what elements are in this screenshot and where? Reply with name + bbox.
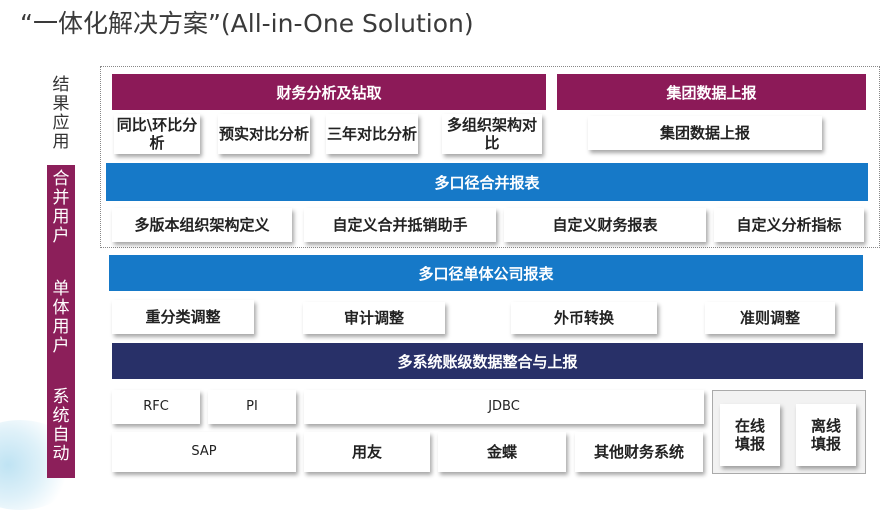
online-entry: 在线填报 xyxy=(720,404,780,466)
group-report-header: 集团数据上报 xyxy=(557,74,866,110)
sap-system: SAP xyxy=(112,432,296,472)
budget-actual-analysis: 预实对比分析 xyxy=(218,114,310,154)
single-report-header: 多口径单体公司报表 xyxy=(109,255,863,291)
side-bar xyxy=(47,165,75,478)
rfc-connector: RFC xyxy=(112,390,200,424)
consolidation-helper: 自定义合并抵销助手 xyxy=(304,208,496,242)
reclassification-adjustment: 重分类调整 xyxy=(112,300,254,334)
org-structure-definition: 多版本组织架构定义 xyxy=(112,208,292,242)
multi-org-comparison: 多组织架构对比 xyxy=(442,114,542,154)
yoy-mom-analysis: 同比\环比分析 xyxy=(114,114,200,154)
custom-financial-report: 自定义财务报表 xyxy=(504,208,706,242)
yonyou-system: 用友 xyxy=(304,432,430,472)
merge-report-header: 多口径合并报表 xyxy=(106,163,868,201)
three-year-analysis: 三年对比分析 xyxy=(326,114,418,154)
system-integration-header: 多系统账级数据整合与上报 xyxy=(112,343,863,379)
side-label-single: 单体用户 xyxy=(52,279,70,356)
currency-conversion: 外币转换 xyxy=(511,302,657,334)
result-merge-region xyxy=(100,66,880,248)
page-title: “一体化解决方案”(All-in-One Solution) xyxy=(20,9,474,38)
audit-adjustment: 审计调整 xyxy=(303,302,445,334)
jdbc-connector: JDBC xyxy=(304,390,704,424)
finance-analysis-header: 财务分析及钻取 xyxy=(112,74,546,110)
side-label-result: 结果应用 xyxy=(52,75,70,152)
custom-analysis-indicator: 自定义分析指标 xyxy=(714,208,864,242)
gaap-adjustment: 准则调整 xyxy=(705,302,835,334)
side-label-system: 系统自动 xyxy=(52,387,70,464)
other-finance-systems: 其他财务系统 xyxy=(575,432,703,472)
offline-entry: 离线填报 xyxy=(796,404,856,466)
pi-connector: PI xyxy=(208,390,296,424)
kingdee-system: 金蝶 xyxy=(438,432,566,472)
side-label-merge: 合并用户 xyxy=(52,169,70,246)
group-report-item: 集团数据上报 xyxy=(588,116,822,150)
